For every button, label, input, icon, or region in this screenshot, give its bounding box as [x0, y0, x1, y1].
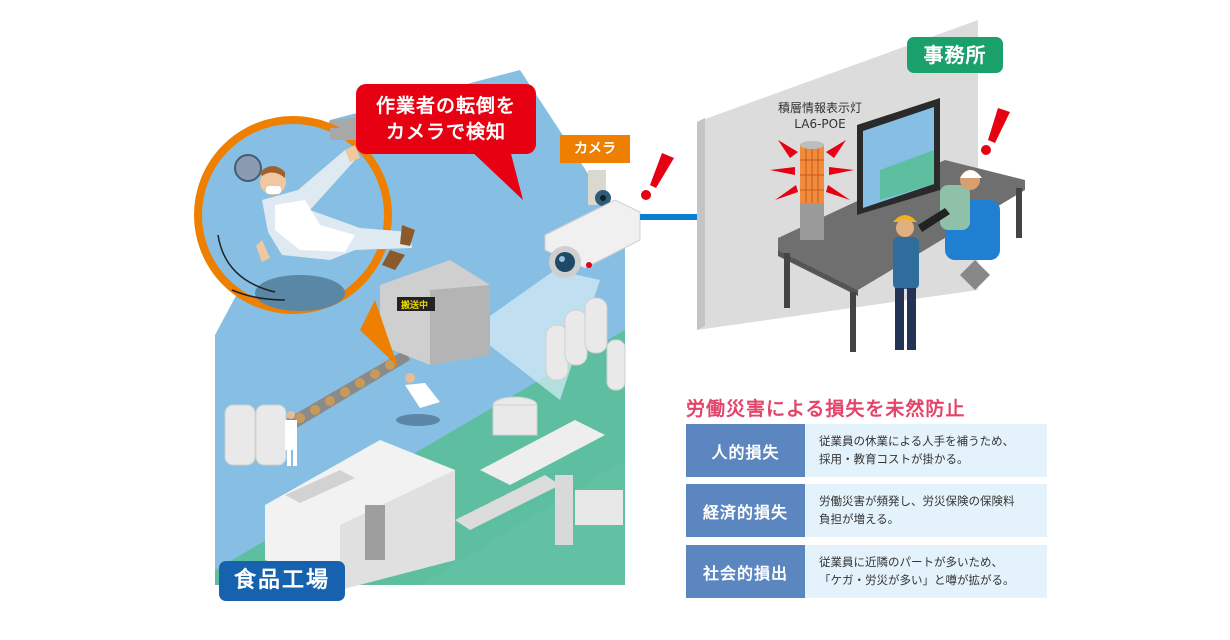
loss-row-human: 人的損失 従業員の休業による人手を補うため、 採用・教育コストが掛かる。: [686, 424, 1047, 477]
loss-description-line: 負担が増える。: [819, 512, 900, 526]
loss-prevention-title: 労働災害による損失を未然防止: [686, 398, 966, 420]
cold-room-door: [365, 505, 385, 560]
loss-description-line: 従業員の休業による人手を補うため、: [819, 434, 1015, 448]
loss-description-line: 労働災害が頻発し、労災保険の保険料: [819, 494, 1015, 508]
alert-exclamation-icon: [641, 153, 674, 200]
security-camera: [544, 170, 641, 278]
bottling-line: [480, 420, 605, 485]
loss-description-line: 従業員に近隣のパートが多いため、: [819, 555, 1003, 569]
zoom-callout-bubble: [194, 116, 415, 367]
machine-display: [397, 297, 435, 311]
loss-row-social: 社会的損出 従業員に近隣のパートが多いため、 「ケガ・労災が多い」と噂が拡がる。: [686, 545, 1047, 598]
fallen-worker-large: [234, 145, 415, 270]
office-scene: [697, 20, 1025, 352]
detection-callout: 作業者の転倒を カメラで検知: [356, 84, 536, 154]
loss-description: 労働災害が頻発し、労災保険の保険料 負担が増える。: [805, 484, 1047, 537]
callout-line-2: カメラで検知: [385, 121, 506, 143]
office-label: 事務所: [907, 37, 1003, 73]
loss-description-line: 「ケガ・労災が多い」と噂が拡がる。: [819, 573, 1015, 587]
loss-description-line: 採用・教育コストが掛かる。: [819, 452, 969, 466]
loss-heading: 経済的損失: [686, 484, 805, 537]
camera-label: カメラ: [560, 135, 630, 163]
loss-description: 従業員に近隣のパートが多いため、 「ケガ・労災が多い」と噂が拡がる。: [805, 545, 1047, 598]
standing-supervisor: [893, 215, 919, 350]
callout-tail: [470, 150, 523, 200]
flashing-rays-icon: [770, 140, 854, 200]
fallen-worker-small: [396, 373, 440, 426]
stack-light-name: 積層情報表示灯: [777, 101, 862, 115]
seated-operator: [918, 170, 1000, 290]
stack-light-caption: 積層情報表示灯 LA6-POE: [760, 100, 880, 132]
loss-heading: 社会的損出: [686, 545, 805, 598]
stack-light-la6-poe: [800, 141, 824, 240]
loss-row-economic: 経済的損失 労働災害が頻発し、労災保険の保険料 負担が増える。: [686, 484, 1047, 537]
stack-light-model: LA6-POE: [794, 117, 846, 131]
factory-worker: [285, 411, 297, 466]
machine-display-text: 搬送中: [401, 299, 428, 311]
loss-description: 従業員の休業による人手を補うため、 採用・教育コストが掛かる。: [805, 424, 1047, 477]
callout-line-1: 作業者の転倒を: [375, 95, 516, 117]
storage-tanks: [224, 297, 626, 466]
factory-label: 食品工場: [219, 561, 345, 601]
alert-exclamation-icon: [981, 108, 1010, 155]
loss-heading: 人的損失: [686, 424, 805, 477]
